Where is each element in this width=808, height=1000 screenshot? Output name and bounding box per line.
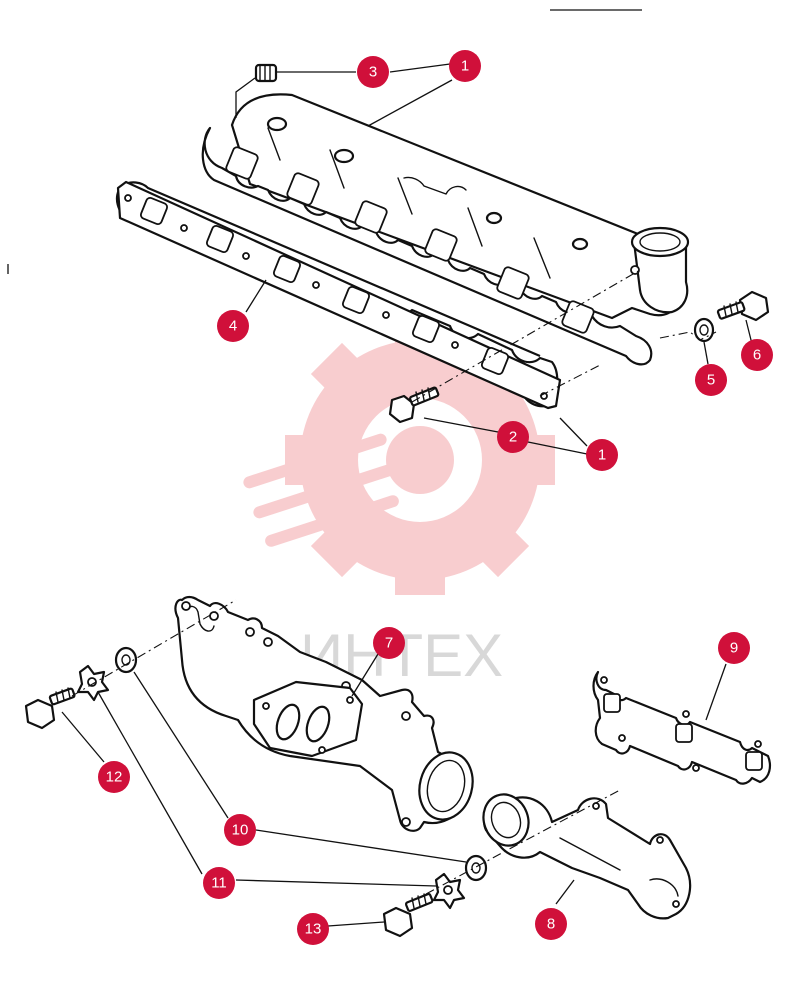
exhaust-manifold-part-8 — [482, 793, 692, 920]
bolt-part-13 — [382, 892, 434, 938]
gasket-part-9 — [592, 670, 771, 785]
washer-part-5 — [693, 317, 715, 343]
watermark-gear-logo — [243, 325, 555, 595]
callout-1-mid[interactable]: 1 — [586, 439, 618, 471]
svg-text:1: 1 — [598, 447, 606, 464]
washer-part-10-lower — [464, 854, 488, 882]
svg-text:11: 11 — [211, 875, 227, 892]
svg-text:6: 6 — [753, 347, 761, 364]
svg-text:13: 13 — [305, 921, 322, 938]
washer-part-10 — [114, 646, 138, 674]
callout-10[interactable]: 10 — [224, 814, 256, 846]
callout-4[interactable]: 4 — [217, 310, 249, 342]
callout-9[interactable]: 9 — [718, 632, 750, 664]
callout-13[interactable]: 13 — [297, 913, 329, 945]
lock-washer-part-11-lower — [432, 872, 466, 910]
svg-text:10: 10 — [232, 822, 249, 839]
bolt-part-2 — [388, 386, 440, 424]
lock-washer-part-11 — [76, 664, 110, 702]
manifold-gasket-part-4 — [115, 180, 562, 410]
svg-text:7: 7 — [385, 635, 393, 652]
svg-text:12: 12 — [106, 769, 123, 786]
svg-text:4: 4 — [229, 318, 237, 335]
svg-text:1: 1 — [461, 58, 469, 75]
leader-lines — [61, 63, 753, 927]
exhaust-manifold-part-7 — [174, 595, 474, 832]
plug-part-3 — [235, 63, 278, 118]
svg-text:2: 2 — [509, 429, 517, 446]
callout-12[interactable]: 12 — [98, 761, 130, 793]
bolt-part-6 — [716, 290, 770, 322]
callout-3[interactable]: 3 — [357, 56, 389, 88]
svg-text:9: 9 — [730, 640, 738, 657]
callout-11[interactable]: 11 — [203, 867, 235, 899]
callout-7[interactable]: 7 — [373, 627, 405, 659]
callout-1-top[interactable]: 1 — [449, 50, 481, 82]
callout-5[interactable]: 5 — [695, 364, 727, 396]
callout-6[interactable]: 6 — [741, 339, 773, 371]
callout-8[interactable]: 8 — [535, 908, 567, 940]
svg-text:5: 5 — [707, 372, 715, 389]
upper-exhaust-manifold — [201, 93, 690, 366]
svg-text:8: 8 — [547, 916, 555, 933]
bolt-part-12 — [24, 687, 76, 730]
svg-text:3: 3 — [369, 64, 377, 81]
callout-2[interactable]: 2 — [497, 421, 529, 453]
